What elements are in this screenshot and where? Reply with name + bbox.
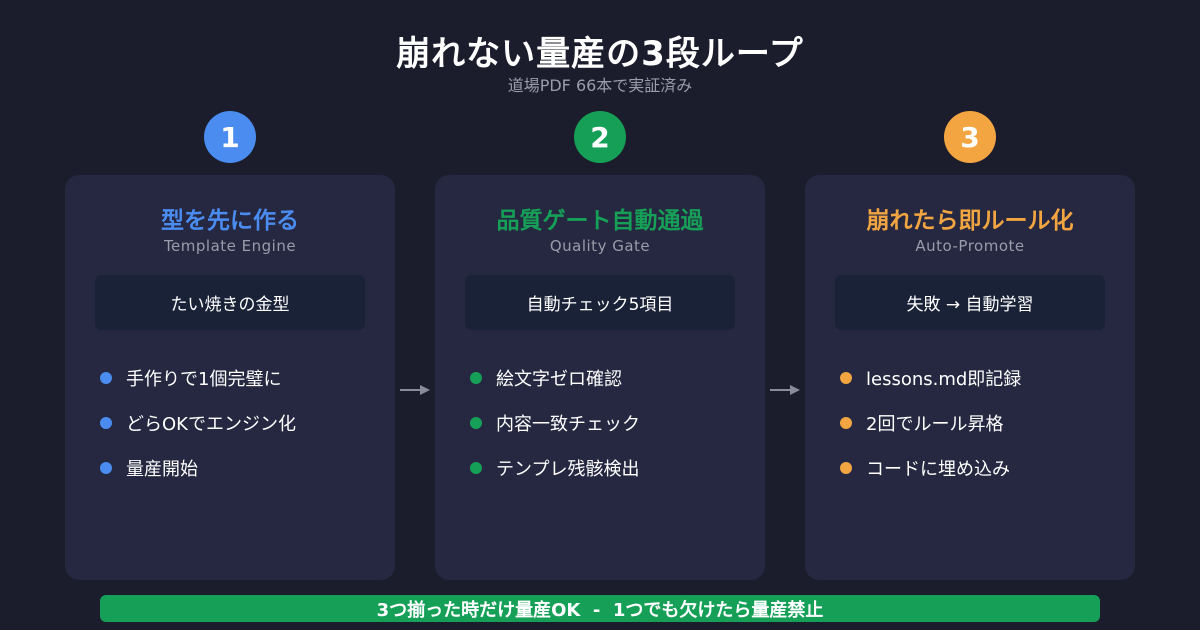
step-2-subtitle: Quality Gate	[549, 237, 651, 255]
step-2-bullet-text: 絵文字ゼロ確認	[496, 368, 622, 390]
step-1-bullet-list: 手作りで1個完璧に どらOKでエンジン化 量産開始	[100, 355, 296, 490]
step-2-bullet-list: 絵文字ゼロ確認 内容一致チェック テンプレ残骸検出	[470, 355, 640, 490]
footer-banner: 3つ揃った時だけ量産OK - 1つでも欠けたら量産禁止	[100, 595, 1100, 622]
step-2-bullet: 絵文字ゼロ確認	[470, 355, 640, 400]
bullet-dot-icon	[100, 416, 112, 429]
bullet-dot-icon	[100, 461, 112, 474]
bullet-dot-icon	[470, 461, 482, 474]
step-3-subtitle: Auto-Promote	[915, 237, 1025, 255]
step-1-number-badge: 1	[204, 111, 256, 163]
step-2-title: 品質ゲート自動通過	[496, 208, 704, 234]
step-2-bullet-text: 内容一致チェック	[496, 413, 640, 435]
bullet-dot-icon	[100, 371, 112, 384]
step-1-bullet-text: 手作りで1個完璧に	[126, 368, 282, 390]
step-2-pill: 自動チェック5項目	[465, 275, 735, 330]
step-3-number-badge: 3	[944, 111, 996, 163]
bullet-dot-icon	[840, 371, 852, 384]
step-1-bullet: どらOKでエンジン化	[100, 400, 296, 445]
step-1-card: 型を先に作る Template Engine たい焼きの金型 手作りで1個完璧に…	[65, 175, 395, 580]
step-3-bullet: 2回でルール昇格	[840, 400, 1021, 445]
step-1-bullet: 量産開始	[100, 445, 296, 490]
step-2-bullet-text: テンプレ残骸検出	[496, 458, 640, 480]
bullet-dot-icon	[840, 416, 852, 429]
page-title: 崩れない量産の3段ループ	[396, 34, 804, 74]
step-3-bullet: コードに埋め込み	[840, 445, 1021, 490]
flow-arrow-icon	[770, 385, 800, 395]
step-3-bullet-text: 2回でルール昇格	[866, 413, 1004, 435]
step-3-pill: 失敗 → 自動学習	[835, 275, 1105, 330]
step-1-pill: たい焼きの金型	[95, 275, 365, 330]
step-1-bullet-text: どらOKでエンジン化	[126, 413, 296, 435]
step-2-bullet: 内容一致チェック	[470, 400, 640, 445]
flow-arrow-icon	[400, 385, 430, 395]
step-1-subtitle: Template Engine	[163, 237, 297, 255]
step-2-bullet: テンプレ残骸検出	[470, 445, 640, 490]
bullet-dot-icon	[840, 461, 852, 474]
step-2-number-badge: 2	[574, 111, 626, 163]
page-subtitle: 道場PDF 66本で実証済み	[507, 76, 693, 95]
step-3-bullet: lessons.md即記録	[840, 355, 1021, 400]
step-3-card: 崩れたら即ルール化 Auto-Promote 失敗 → 自動学習 lessons…	[805, 175, 1135, 580]
step-1-title: 型を先に作る	[161, 208, 299, 234]
step-1-bullet: 手作りで1個完璧に	[100, 355, 296, 400]
step-3-bullet-list: lessons.md即記録 2回でルール昇格 コードに埋め込み	[840, 355, 1021, 490]
step-2-card: 品質ゲート自動通過 Quality Gate 自動チェック5項目 絵文字ゼロ確認…	[435, 175, 765, 580]
step-3-title: 崩れたら即ルール化	[866, 208, 1074, 234]
bullet-dot-icon	[470, 371, 482, 384]
step-3-bullet-text: lessons.md即記録	[866, 368, 1022, 390]
bullet-dot-icon	[470, 416, 482, 429]
step-3-bullet-text: コードに埋め込み	[866, 458, 1010, 480]
step-1-bullet-text: 量産開始	[126, 458, 198, 480]
